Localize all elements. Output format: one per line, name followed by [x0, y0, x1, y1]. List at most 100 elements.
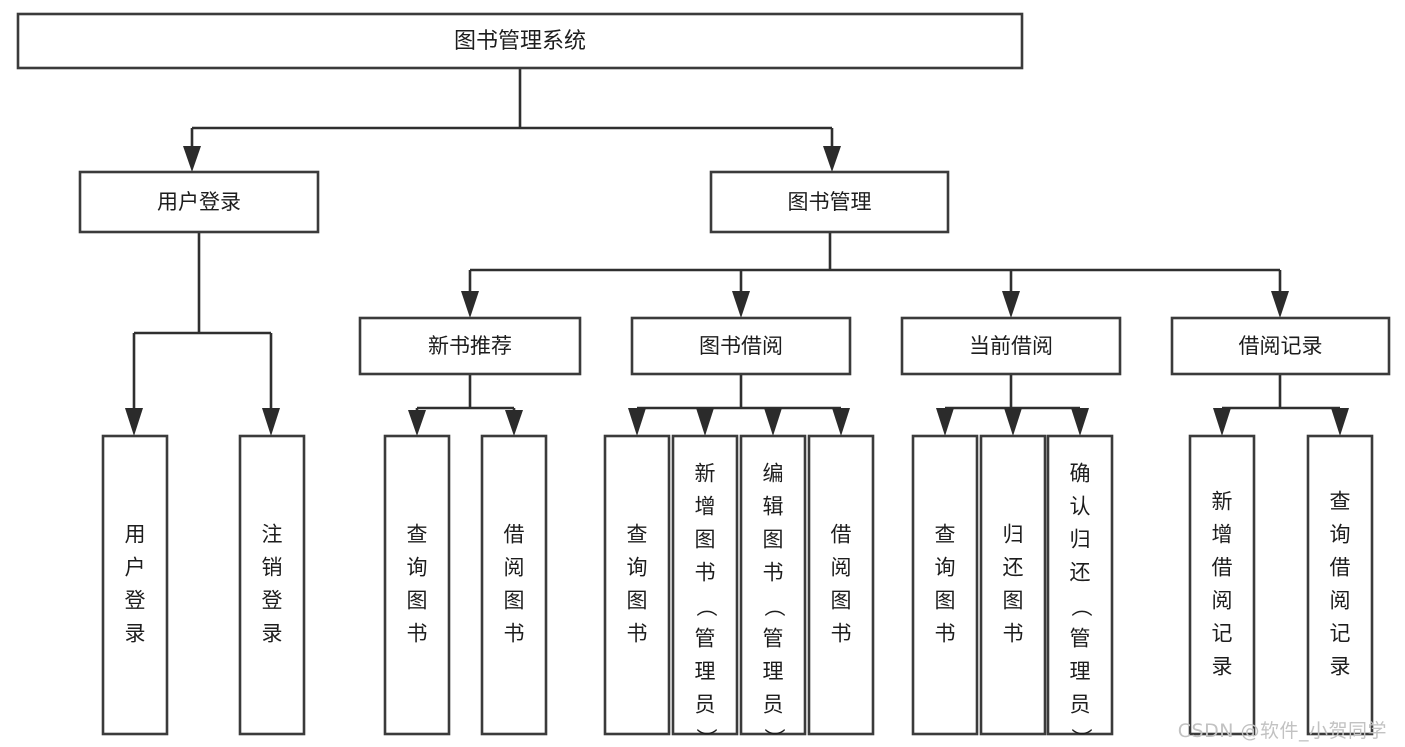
vlabel-char: 询: [407, 556, 428, 580]
vlabel-char: 书: [935, 622, 956, 646]
vlabel-char: 编: [763, 462, 784, 486]
arrow-head-leaf-add-book-admin: [696, 408, 714, 436]
vlabel-char: 询: [935, 556, 956, 580]
vlabel-char: 增: [1212, 523, 1233, 547]
node-leaf-return-book-box[interactable]: [979, 434, 1047, 736]
vlabel-char: 理: [763, 660, 784, 684]
vlabel-char: 理: [1070, 660, 1091, 684]
node-book-manage-box[interactable]: [709, 170, 950, 234]
arrow-head-book-manage: [823, 146, 841, 172]
vlabel-char: 询: [1330, 523, 1351, 547]
vlabel-char: 新: [695, 462, 716, 486]
vlabel-char: 员: [1070, 693, 1091, 717]
vlabel-char: 辑: [763, 495, 784, 519]
vlabel-char: 查: [407, 523, 428, 547]
node-user-login-box[interactable]: [78, 170, 320, 234]
vlabel-char: 阅: [831, 556, 852, 580]
vlabel-char: 归: [1070, 528, 1091, 552]
vlabel-char: 借: [1330, 556, 1351, 580]
vlabel-char: 阅: [1212, 589, 1233, 613]
node-leaf-edit-book-admin-box[interactable]: [739, 434, 807, 736]
node-leaf-confirm-return-admin-box[interactable]: [1046, 434, 1114, 736]
arrow-head-new-book-recommend: [461, 291, 479, 318]
node-leaf-query-borrow-record-box[interactable]: [1306, 434, 1374, 736]
vlabel-bracket: ）: [694, 728, 718, 747]
node-leaf-query-book-3-box[interactable]: [911, 434, 979, 736]
node-user-login-label: 用户登录: [157, 190, 241, 214]
vlabel-char: 户: [125, 556, 146, 580]
node-leaf-user-login-label: 用户登录: [125, 523, 146, 646]
vlabel-char: 录: [262, 622, 283, 646]
vlabel-char: 认: [1070, 495, 1091, 519]
vlabel-char: 员: [763, 693, 784, 717]
node-leaf-query-book-1-box[interactable]: [383, 434, 451, 736]
vlabel-char: 书: [695, 561, 716, 585]
vlabel-char: 管: [763, 627, 784, 651]
node-current-borrow-box[interactable]: [900, 316, 1122, 376]
vlabel-char: 借: [1212, 556, 1233, 580]
node-leaf-query-book-2-box[interactable]: [603, 434, 671, 736]
node-leaf-add-borrow-record-box[interactable]: [1188, 434, 1256, 736]
vlabel-char: 销: [262, 556, 283, 580]
node-borrow-record-box[interactable]: [1170, 316, 1391, 376]
vlabel-char: 图: [763, 528, 784, 552]
vlabel-char: 图: [407, 589, 428, 613]
vlabel-char: 阅: [504, 556, 525, 580]
node-book-borrow-label: 图书借阅: [699, 334, 783, 358]
vlabel-char: 录: [1212, 655, 1233, 679]
arrow-head-leaf-borrow-book-2: [832, 408, 850, 436]
vlabel-char: 查: [1330, 490, 1351, 514]
node-root-box[interactable]: [16, 12, 1024, 70]
vlabel-char: 员: [695, 693, 716, 717]
node-leaf-borrow-book-2-box[interactable]: [807, 434, 875, 736]
node-leaf-user-login-box[interactable]: [101, 434, 169, 736]
arrow-head-current-borrow: [1002, 291, 1020, 318]
node-leaf-logout-login-box[interactable]: [238, 434, 306, 736]
arrow-head-leaf-return-book: [1004, 408, 1022, 436]
node-new-book-recommend-label: 新书推荐: [428, 334, 512, 358]
vlabel-bracket: （: [694, 596, 718, 617]
csdn-watermark: CSDN @软件_小贺同学: [1177, 720, 1387, 742]
vlabel-char: 书: [407, 622, 428, 646]
arrow-head-leaf-borrow-book-1: [505, 410, 523, 436]
vlabel-bracket: ）: [762, 728, 786, 747]
vlabel-char: 图: [504, 589, 525, 613]
vlabel-bracket: （: [762, 596, 786, 617]
vlabel-char: 管: [1070, 627, 1091, 651]
vlabel-char: 图: [1003, 589, 1024, 613]
node-current-borrow-label: 当前借阅: [969, 334, 1053, 358]
arrow-head-borrow-record: [1271, 291, 1289, 318]
arrow-head-leaf-query-borrow-record: [1331, 408, 1349, 436]
arrow-head-leaf-query-book-1: [408, 410, 426, 436]
vlabel-char: 用: [125, 523, 146, 547]
connector-layer: [125, 68, 1349, 436]
vlabel-char: 阅: [1330, 589, 1351, 613]
vlabel-char: 理: [695, 660, 716, 684]
node-leaf-add-book-admin-box[interactable]: [671, 434, 739, 736]
vlabel-char: 书: [627, 622, 648, 646]
vlabel-char: 注: [262, 523, 283, 547]
node-leaf-borrow-book-1-box[interactable]: [480, 434, 548, 736]
arrow-head-user-login: [183, 146, 201, 172]
node-book-borrow-box[interactable]: [630, 316, 852, 376]
vlabel-bracket: ）: [1069, 728, 1093, 747]
vlabel-char: 记: [1330, 622, 1351, 646]
node-new-book-recommend-box[interactable]: [358, 316, 582, 376]
vlabel-char: 录: [1330, 655, 1351, 679]
vlabel-char: 图: [935, 589, 956, 613]
vlabel-char: 书: [1003, 622, 1024, 646]
vlabel-char: 记: [1212, 622, 1233, 646]
node-borrow-record-label: 借阅记录: [1239, 334, 1323, 358]
vlabel-char: 图: [695, 528, 716, 552]
